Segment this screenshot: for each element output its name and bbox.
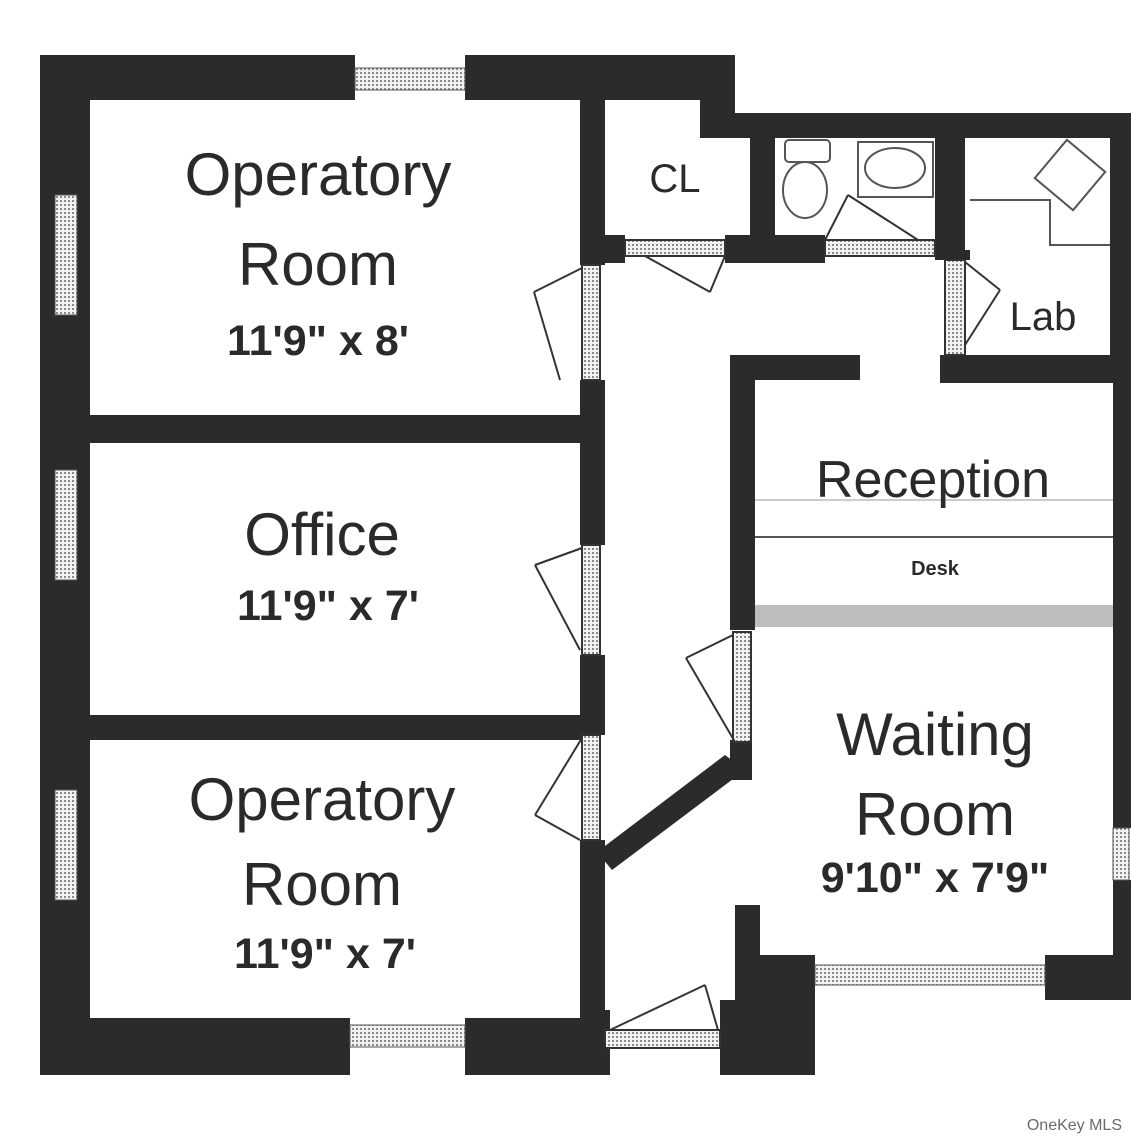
waiting-name-2: Room: [855, 781, 1015, 848]
desk-counter: [755, 605, 1113, 627]
window-waiting: [814, 964, 1046, 986]
office-dimensions: 11'9" x 7': [237, 582, 419, 630]
operatory-bottom-name-2: Room: [242, 851, 402, 918]
waiting-name-1: Waiting: [836, 701, 1034, 768]
closet-name: CL: [649, 157, 700, 201]
toilet-icon: [784, 139, 831, 163]
lab-sink-icon: [1033, 138, 1107, 212]
watermark: OneKey MLS: [1027, 1117, 1122, 1134]
window-left-1: [54, 194, 78, 316]
lab-counter: [970, 199, 1110, 246]
labels: Operatory Room 11'9" x 8' Office 11'9" x…: [185, 141, 1122, 1134]
operatory-bottom-dimensions: 11'9" x 7': [234, 930, 416, 978]
doors: [533, 194, 1001, 1049]
desk-label: Desk: [911, 558, 960, 580]
waiting-dimensions: 9'10" x 7'9": [821, 854, 1050, 902]
office-name: Office: [244, 501, 400, 568]
reception-name: Reception: [816, 451, 1050, 509]
operatory-top-name-1: Operatory: [185, 141, 452, 208]
window-left-3: [54, 789, 78, 901]
walls: [40, 55, 1131, 1075]
window-bottom: [349, 1024, 466, 1048]
fixtures: [755, 138, 1113, 627]
sink-icon: [857, 141, 934, 198]
operatory-top-name-2: Room: [238, 231, 398, 298]
operatory-bottom-name-1: Operatory: [189, 766, 456, 833]
window-right: [1112, 827, 1130, 881]
operatory-top-dimensions: 11'9" x 8': [227, 317, 409, 365]
window-left-2: [54, 469, 78, 581]
lab-name: Lab: [1010, 295, 1077, 339]
toilet-bowl-icon: [782, 161, 828, 219]
window-top: [354, 67, 466, 91]
windows: [54, 67, 1130, 1048]
